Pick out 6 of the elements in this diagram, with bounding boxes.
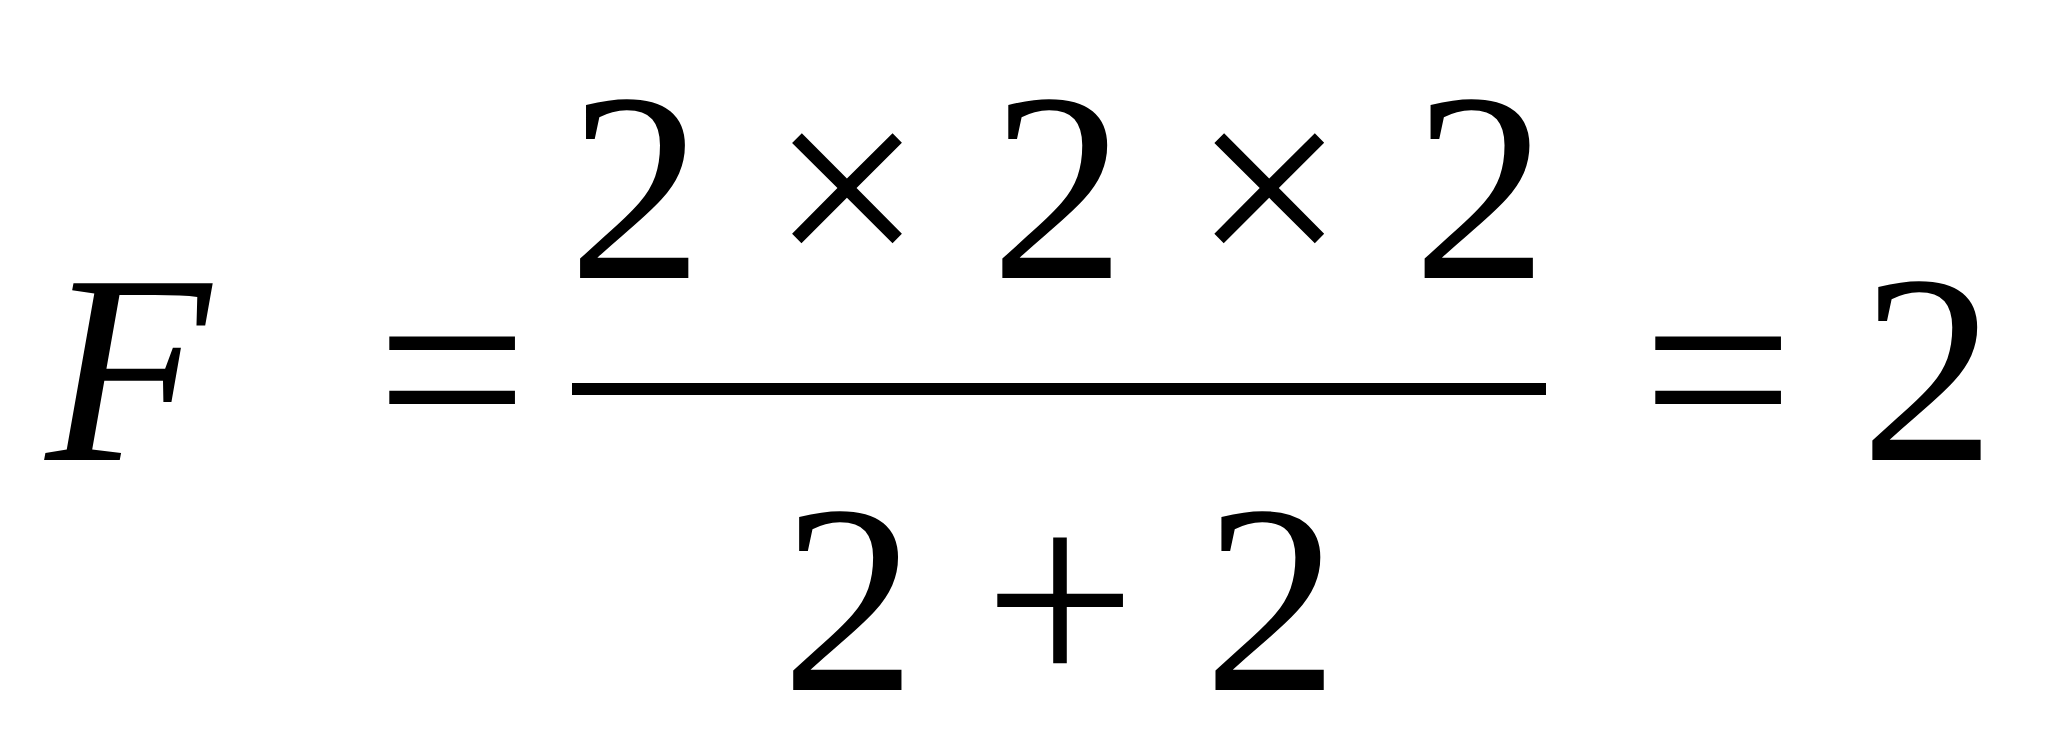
numerator: 2 × 2 × 2 — [568, 52, 1548, 322]
equals-sign: = — [375, 234, 529, 504]
equals-sign: = — [1641, 234, 1795, 504]
denominator: 2 + 2 — [781, 464, 1339, 734]
math-variable: F — [45, 234, 211, 504]
result-number: 2 — [1860, 234, 1996, 504]
